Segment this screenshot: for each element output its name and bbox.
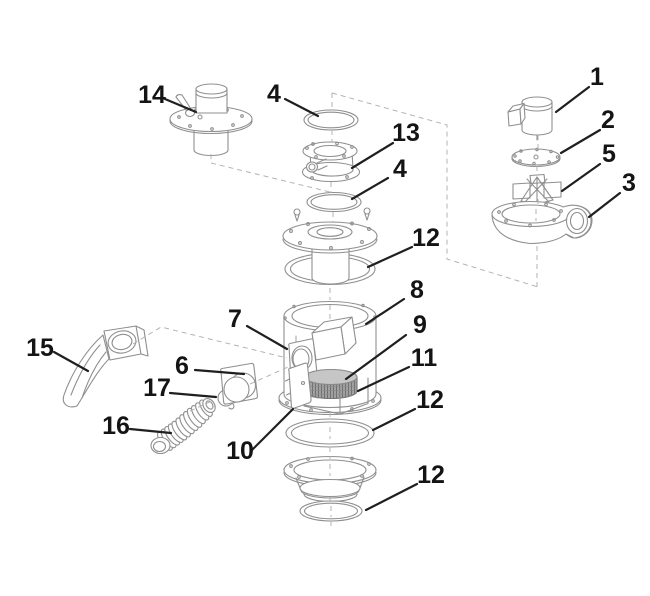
callout-leader-discharge-chute xyxy=(52,350,90,373)
part-o-ring-large-mid xyxy=(285,418,375,448)
callout-label-adapter-flange: 13 xyxy=(392,119,420,147)
callout-leader-flex-hose xyxy=(128,427,173,435)
callout-leader-hose-port-plate xyxy=(193,368,246,376)
callout-label-motor: 1 xyxy=(590,63,604,91)
callout-leader-filter-screen xyxy=(344,333,408,381)
callout-label-side-port-plate: 7 xyxy=(228,305,242,333)
part-bottom-bowl xyxy=(283,455,377,503)
part-blower-housing xyxy=(491,200,593,245)
callout-label-inlet-motor-assembly: 14 xyxy=(138,81,166,109)
callout-label-o-ring-small-bottom: 12 xyxy=(417,461,445,489)
callout-label-o-ring-large-upper: 12 xyxy=(412,224,440,252)
callout-leader-impeller xyxy=(560,162,602,193)
callout-leader-adapter-flange xyxy=(350,141,395,170)
callout-label-flex-hose: 16 xyxy=(102,412,130,440)
callout-leader-access-door xyxy=(250,407,295,452)
callout-leader-seal-plate xyxy=(559,128,602,155)
part-filter-screen xyxy=(304,368,358,400)
part-o-ring-mid xyxy=(306,191,362,213)
callout-label-seal-plate: 2 xyxy=(601,106,615,134)
callout-label-hose-port-plate: 6 xyxy=(175,352,189,380)
callout-label-o-ring-large-mid: 12 xyxy=(416,386,444,414)
part-hose-port-plate xyxy=(220,362,259,405)
callout-label-o-ring-mid: 4 xyxy=(393,155,407,183)
callout-label-main-housing: 8 xyxy=(410,276,424,304)
callout-label-screen-bracket: 11 xyxy=(411,344,438,372)
callout-leader-o-ring-large-mid xyxy=(371,407,417,432)
callout-leader-blower-housing xyxy=(587,191,622,219)
part-seal-plate xyxy=(511,147,561,168)
callout-label-impeller: 5 xyxy=(602,140,616,168)
callout-leader-o-ring-mid xyxy=(350,176,390,201)
callout-label-filter-screen: 9 xyxy=(413,311,427,339)
callout-leader-o-ring-top xyxy=(283,97,320,118)
construction-line-chute-link xyxy=(132,326,288,359)
part-adapter-flange xyxy=(301,141,361,183)
part-motor xyxy=(507,96,553,141)
construction-lines xyxy=(132,92,539,527)
callout-leader-motor xyxy=(554,85,591,114)
callout-label-discharge-chute: 15 xyxy=(26,334,54,362)
construction-line-right-link xyxy=(331,92,539,288)
callout-leader-o-ring-large-upper xyxy=(366,245,414,269)
part-mount-flange-spool xyxy=(282,221,378,285)
callout-leader-screen-bracket xyxy=(356,365,411,393)
callout-label-access-door: 10 xyxy=(226,437,254,465)
callout-leader-main-housing xyxy=(364,297,406,326)
callout-leader-inlet-motor-assembly xyxy=(163,97,198,114)
callout-leader-side-port-plate xyxy=(245,324,289,351)
construction-line-part14-link xyxy=(210,154,331,193)
construction-line-right-axis xyxy=(535,135,539,287)
construction-line-hose-axis xyxy=(189,366,289,412)
callout-leader-hose-clamp xyxy=(168,391,218,399)
part-flange-pins xyxy=(293,207,371,222)
callout-label-hose-clamp: 17 xyxy=(143,374,171,402)
callout-label-o-ring-top: 4 xyxy=(267,80,281,108)
callout-leader-o-ring-small-bottom xyxy=(364,482,419,512)
callout-label-blower-housing: 3 xyxy=(622,169,636,197)
construction-line-center-axis xyxy=(329,93,334,527)
